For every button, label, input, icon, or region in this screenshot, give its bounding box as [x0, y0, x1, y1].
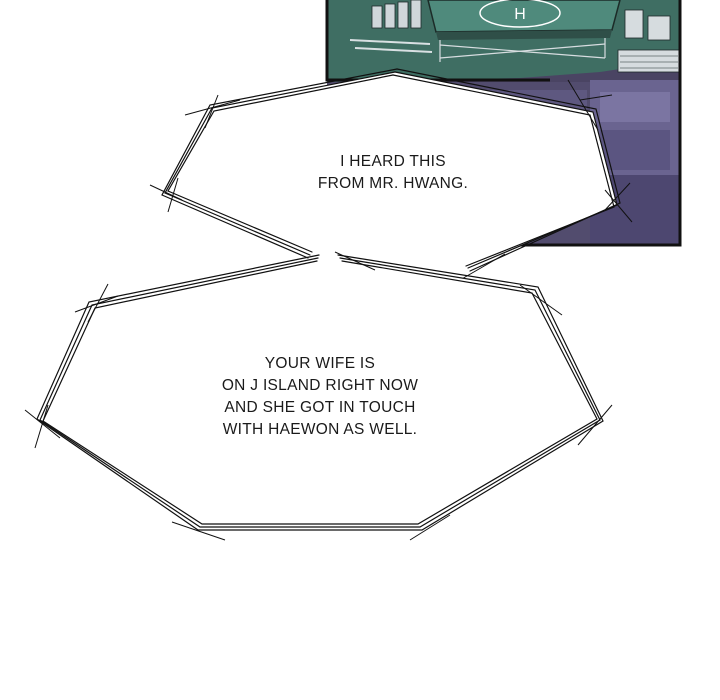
speech-bubble-top: I HEARD THIS FROM MR. HWANG.	[149, 68, 633, 281]
bubble-bottom-line-2: ON J ISLAND RIGHT NOW	[222, 377, 418, 394]
helipad-mark: H	[514, 6, 526, 23]
bubble-top-line-2: FROM MR. HWANG.	[318, 175, 468, 192]
bubble-bottom-line-3: AND SHE GOT IN TOUCH	[224, 399, 415, 416]
helipad: H	[427, 0, 621, 62]
bubble-bottom-line-1: YOUR WIFE IS	[265, 355, 375, 372]
bubble-bottom-line-4: WITH HAEWON AS WELL.	[223, 421, 418, 438]
helipad-icon: H	[479, 0, 561, 28]
bubble-top-line-1: I HEARD THIS	[340, 153, 446, 170]
speech-bubble-bottom: YOUR WIFE IS ON J ISLAND RIGHT NOW AND S…	[24, 251, 613, 541]
